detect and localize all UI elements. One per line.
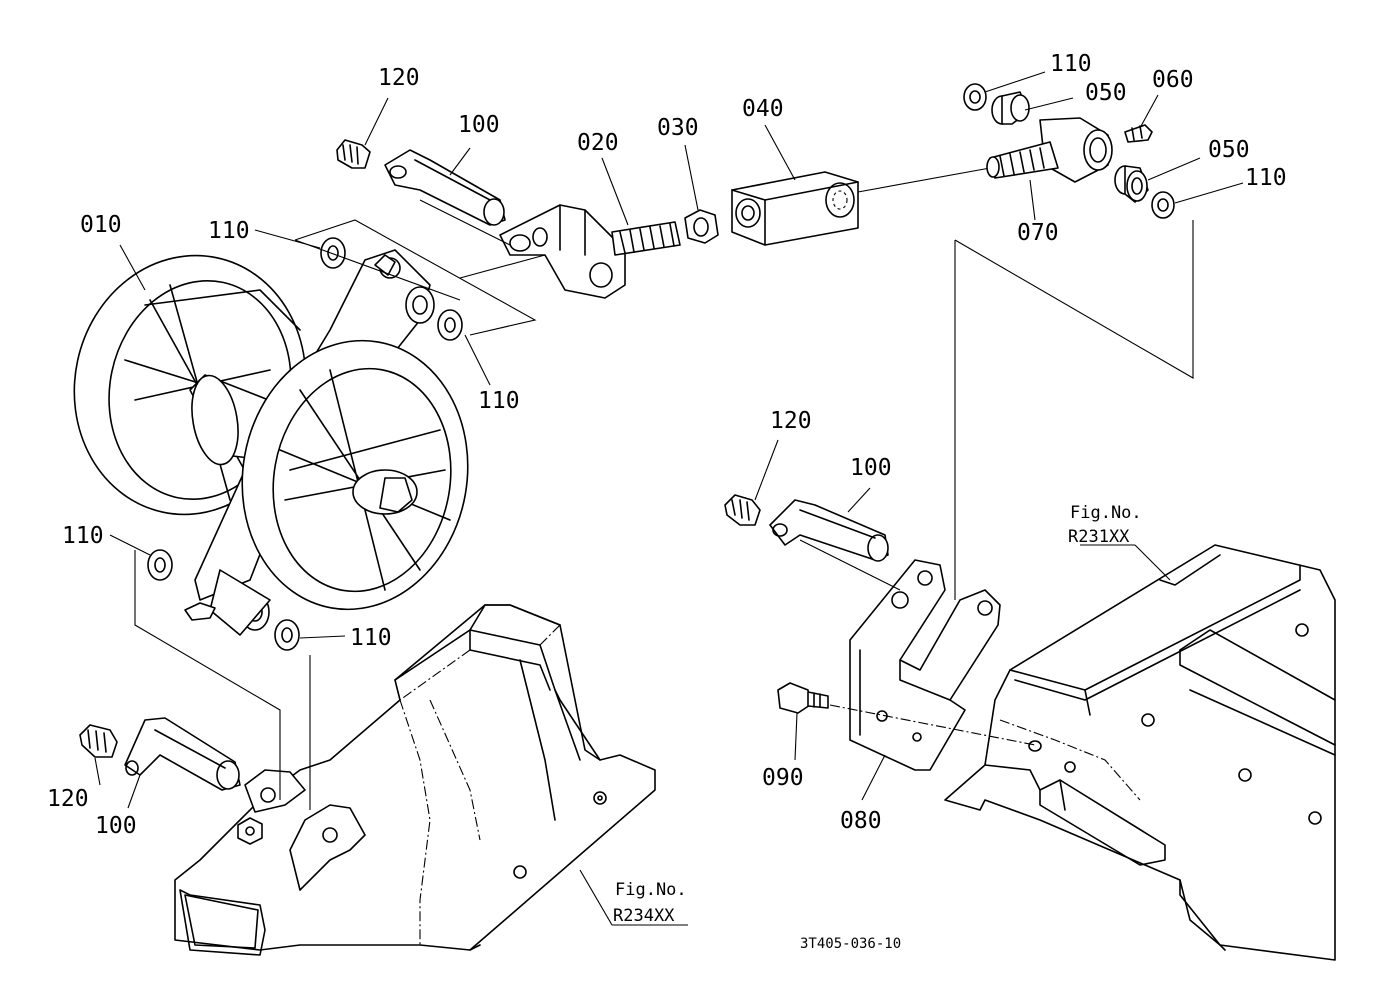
callout-010: 010 bbox=[80, 212, 122, 238]
wheel-assembly bbox=[73, 249, 469, 636]
callout-090: 090 bbox=[762, 765, 804, 791]
leader-lines bbox=[94, 71, 1244, 926]
bottom-bolt-120 bbox=[79, 724, 118, 758]
washer-110-wheel-top bbox=[320, 237, 346, 269]
bottom-pin-100 bbox=[124, 717, 241, 791]
right-frame-chassis bbox=[944, 544, 1336, 961]
washer-110-wheel-right bbox=[437, 309, 463, 341]
callout-110-top-right: 110 bbox=[1050, 51, 1092, 77]
callout-050-top: 050 bbox=[1085, 80, 1127, 106]
mid-pin-100 bbox=[769, 499, 889, 562]
figure-ref-bottom: Fig.No. R234XX bbox=[613, 880, 687, 926]
assembly-lines bbox=[134, 199, 1194, 810]
figure-ref-right-number: R231XX bbox=[1068, 527, 1130, 547]
callout-120-bottom: 120 bbox=[47, 786, 89, 812]
callout-110-wheel-top: 110 bbox=[208, 218, 250, 244]
figure-ref-bottom-number: R234XX bbox=[613, 906, 675, 926]
figure-ref-bottom-caption: Fig.No. bbox=[615, 880, 687, 900]
washer-110-right bbox=[1151, 191, 1175, 219]
washer-110-bottom bbox=[274, 619, 300, 651]
callout-020: 020 bbox=[577, 130, 619, 156]
callout-060: 060 bbox=[1152, 67, 1194, 93]
callout-070: 070 bbox=[1017, 220, 1059, 246]
clevis-block-040 bbox=[731, 167, 991, 246]
callout-110-wheel-right: 110 bbox=[478, 388, 520, 414]
bolt-090 bbox=[777, 682, 829, 714]
bracket-080 bbox=[829, 559, 1042, 771]
top-bolt-120 bbox=[336, 139, 371, 169]
washer-110-left bbox=[147, 549, 173, 581]
callout-100-mid: 100 bbox=[850, 455, 892, 481]
figure-ref-right-caption: Fig.No. bbox=[1070, 503, 1142, 523]
callout-100-bottom: 100 bbox=[95, 813, 137, 839]
callout-030: 030 bbox=[657, 115, 699, 141]
bushing-050-right bbox=[1114, 165, 1149, 203]
callout-labels: 120 100 020 030 040 010 110 110 110 110 … bbox=[47, 51, 1287, 839]
figure-ref-right: Fig.No. R231XX bbox=[1068, 503, 1142, 547]
drawing-code: 3T405-036-10 bbox=[800, 936, 901, 952]
callout-040: 040 bbox=[742, 96, 784, 122]
washer-110-top-right bbox=[963, 83, 987, 111]
callout-110-right: 110 bbox=[1245, 165, 1287, 191]
callout-120-top: 120 bbox=[378, 65, 420, 91]
callout-080: 080 bbox=[840, 808, 882, 834]
callout-050-right: 050 bbox=[1208, 137, 1250, 163]
mid-bolt-120 bbox=[724, 494, 761, 526]
grease-fitting-060 bbox=[1124, 124, 1153, 143]
nut-030 bbox=[684, 209, 719, 244]
adjuster-bracket-020 bbox=[459, 204, 681, 299]
pivot-070 bbox=[986, 117, 1113, 183]
callout-120-mid: 120 bbox=[770, 408, 812, 434]
callout-110-left: 110 bbox=[62, 523, 104, 549]
callout-100-top: 100 bbox=[458, 112, 500, 138]
bottom-frame-casting bbox=[174, 604, 656, 956]
bottom-nut bbox=[237, 817, 263, 845]
bushing-050-top bbox=[991, 91, 1030, 125]
top-pin-100 bbox=[384, 149, 506, 226]
callout-110-bottom: 110 bbox=[350, 625, 392, 651]
